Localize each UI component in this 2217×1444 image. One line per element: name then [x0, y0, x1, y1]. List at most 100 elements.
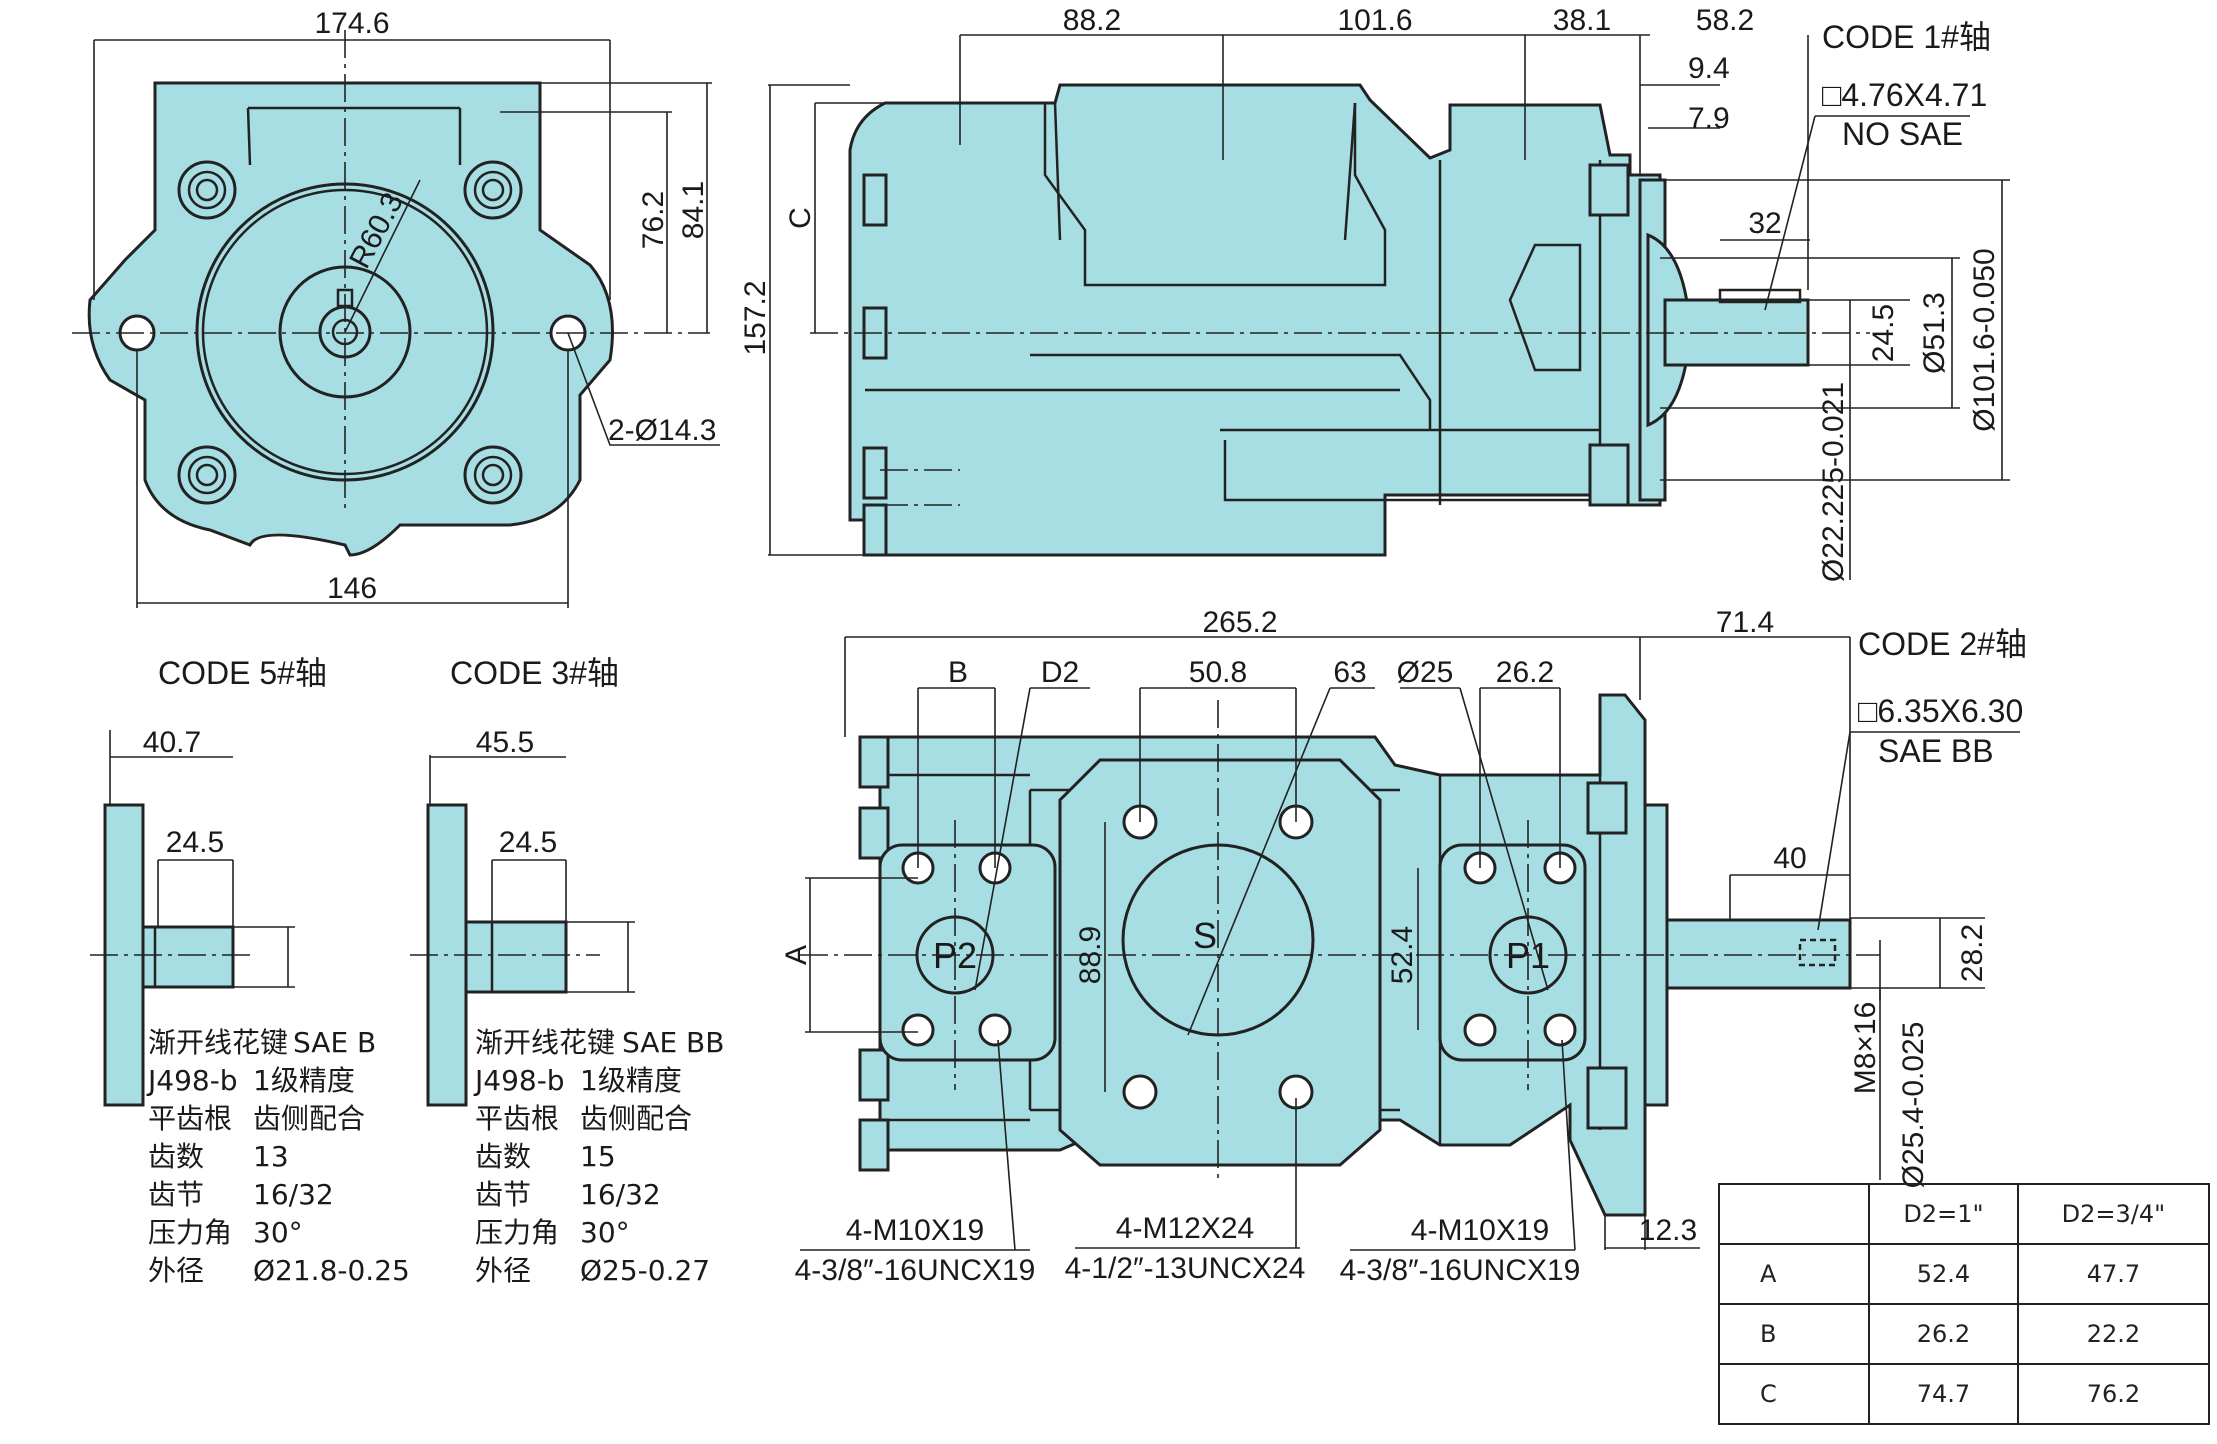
table-header-cell: D2=1" — [1868, 1183, 2019, 1245]
code5-spec-4-b: 16/32 — [253, 1178, 334, 1211]
bolt-left-1: 4-M10X19 — [846, 1214, 984, 1247]
code5-title: CODE 5#轴 — [158, 655, 327, 691]
table-row: B 26.2 22.2 — [1718, 1303, 2211, 1365]
bottom-shaft — [1665, 918, 1852, 990]
table-cell: A — [1718, 1243, 1870, 1305]
code5-spec-6-a: 外径 — [148, 1254, 204, 1287]
dim-height-1: 76.2 — [637, 191, 670, 249]
bottom-bolts-right — [1586, 781, 1628, 1130]
code5-shaft: CODE 5#轴 40.7 24.5 — [90, 655, 327, 1107]
dim-24-5: 24.5 — [1867, 304, 1900, 362]
code2-key: □6.35X6.30 — [1858, 693, 2023, 729]
dim-28-2: 28.2 — [1956, 924, 1989, 982]
dim-side-2: 101.6 — [1337, 4, 1412, 37]
code5-spec-2-a: 平齿根 — [148, 1102, 232, 1135]
dim-12-3: 12.3 — [1639, 1214, 1697, 1247]
code3-spec-5-a: 压力角 — [475, 1216, 559, 1249]
bolt-left-2: 4-3/8″-16UNCX19 — [795, 1254, 1036, 1287]
code3-title: CODE 3#轴 — [450, 655, 619, 691]
dim-overall: 265.2 — [1202, 606, 1277, 639]
code5-spec-1-b: 1级精度 — [253, 1064, 355, 1097]
code5-dim-spline: 24.5 — [166, 826, 224, 859]
side-view: 88.2 101.6 38.1 58.2 9.4 7.9 32 157.2 C … — [739, 4, 2010, 582]
code3-spec-0-a: 渐开线花键 — [475, 1026, 615, 1059]
dim-52-4: 52.4 — [1386, 926, 1419, 984]
dim-dia-shaft: Ø22.225-0.021 — [1817, 382, 1850, 582]
front-bolts — [177, 160, 523, 505]
dim-7-9: 7.9 — [1688, 102, 1730, 135]
dim-width-top: 174.6 — [314, 7, 389, 40]
code1-title: CODE 1#轴 — [1822, 19, 1991, 55]
code5-spec-3-b: 13 — [253, 1140, 289, 1173]
side-bolts-right — [1588, 163, 1630, 507]
code3-spec-6-a: 外径 — [475, 1254, 531, 1287]
code1-key: □4.76X4.71 — [1822, 77, 1987, 113]
dim-side-4: 58.2 — [1696, 4, 1754, 37]
dim-40: 40 — [1773, 842, 1806, 875]
code3-spec-1-b: 1级精度 — [580, 1064, 682, 1097]
dim-height: 157.2 — [739, 280, 772, 355]
code3-spec-0-b: SAE BB — [622, 1026, 724, 1059]
code5-spec-5-b: 30° — [253, 1216, 303, 1249]
dim-c: C — [784, 207, 817, 229]
code2-title: CODE 2#轴 — [1858, 626, 2027, 662]
table-cell: 47.7 — [2016, 1243, 2211, 1305]
side-bolts-left — [862, 173, 888, 557]
table-cell: 74.7 — [1868, 1363, 2019, 1425]
code3-spec-1-a: J498-b — [473, 1064, 565, 1097]
code2-note: SAE BB — [1878, 733, 1994, 769]
dim-ext: 71.4 — [1716, 606, 1774, 639]
dim-d25: Ø25 — [1397, 656, 1454, 689]
code5-spec-6-b: Ø21.8-0.25 — [253, 1254, 410, 1287]
code5-spec: 渐开线花键 SAE B J498-b 1级精度 平齿根 齿侧配合 齿数 13 齿… — [146, 1026, 410, 1287]
code5-spec-5-a: 压力角 — [148, 1216, 232, 1249]
dim-mount-holes: 2-Ø14.3 — [608, 414, 716, 447]
bottom-view: P2 S P1 265.2 71.4 B D2 — [780, 606, 2027, 1287]
code5-spec-4-a: 齿节 — [148, 1178, 204, 1211]
table-cell: 76.2 — [2016, 1363, 2211, 1425]
dim-d2: D2 — [1041, 656, 1079, 689]
dim-dia-51-3: Ø51.3 — [1918, 292, 1951, 374]
code5-spec-3-a: 齿数 — [148, 1140, 204, 1173]
table-cell: B — [1718, 1303, 1870, 1365]
bolt-mid-2: 4-1/2″-13UNCX24 — [1065, 1252, 1306, 1285]
front-view: 174.6 146 76.2 84.1 R60.3 2-Ø14.3 — [72, 7, 720, 608]
code3-spec-5-b: 30° — [580, 1216, 630, 1249]
table-header-cell: D2=3/4" — [2016, 1183, 2211, 1245]
dim-88-9: 88.9 — [1074, 926, 1107, 984]
table-header-cell — [1718, 1183, 1870, 1245]
bolt-right-1: 4-M10X19 — [1411, 1214, 1549, 1247]
code1-note: NO SAE — [1842, 116, 1963, 152]
code3-spec: 渐开线花键 SAE BB J498-b 1级精度 平齿根 齿侧配合 齿数 15 … — [473, 1026, 724, 1287]
code3-spec-4-b: 16/32 — [580, 1178, 661, 1211]
dim-9-4: 9.4 — [1688, 52, 1730, 85]
bolt-right-2: 4-3/8″-16UNCX19 — [1340, 1254, 1581, 1287]
dim-width-bottom: 146 — [327, 572, 377, 605]
table-cell: 26.2 — [1868, 1303, 2019, 1365]
side-housing — [848, 83, 1662, 557]
code3-spec-2-b: 齿侧配合 — [580, 1102, 692, 1135]
dim-63: 63 — [1333, 656, 1366, 689]
dim-32: 32 — [1748, 207, 1781, 240]
dim-side-3: 38.1 — [1553, 4, 1611, 37]
table-cell: C — [1718, 1363, 1870, 1425]
bolt-mid-1: 4-M12X24 — [1116, 1212, 1254, 1245]
code3-dim-spline: 24.5 — [499, 826, 557, 859]
port-s: S — [1193, 915, 1217, 956]
table-row: C 74.7 76.2 — [1718, 1363, 2211, 1425]
dimension-table: D2=1" D2=3/4" A 52.4 47.7 B 26.2 22.2 C … — [1718, 1183, 2211, 1425]
code3-dim-len: 45.5 — [476, 726, 534, 759]
dim-side-1: 88.2 — [1063, 4, 1121, 37]
dim-b: B — [948, 656, 968, 689]
dim-dia-101-6: Ø101.6-0.050 — [1968, 248, 2001, 431]
dim-thread-m8: M8×16 — [1849, 1002, 1882, 1095]
bottom-bolts-left — [858, 735, 890, 1172]
dim-a: A — [780, 945, 813, 965]
code3-spec-3-a: 齿数 — [475, 1140, 531, 1173]
code3-spec-4-a: 齿节 — [475, 1178, 531, 1211]
code5-spec-1-a: J498-b — [146, 1064, 238, 1097]
dim-26-2: 26.2 — [1496, 656, 1554, 689]
table-cell: 52.4 — [1868, 1243, 2019, 1305]
code5-spec-2-b: 齿侧配合 — [253, 1102, 365, 1135]
